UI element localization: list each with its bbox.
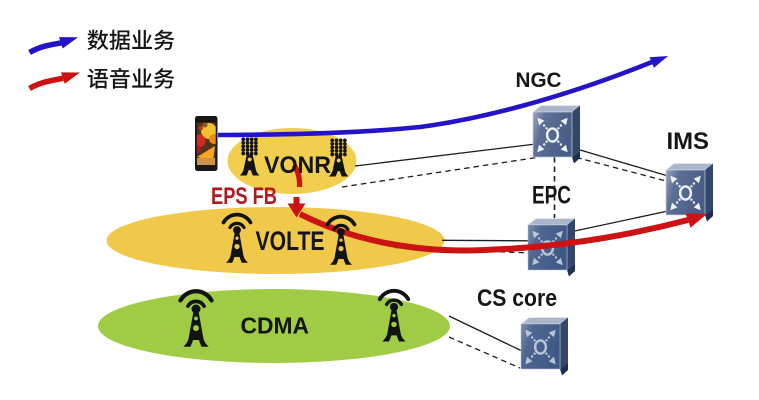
svg-text:VOLTE: VOLTE xyxy=(256,226,325,256)
svg-text:CDMA: CDMA xyxy=(241,313,310,339)
svg-text:EPS FB: EPS FB xyxy=(211,183,277,210)
svg-text:EPC: EPC xyxy=(532,182,571,210)
svg-text:IMS: IMS xyxy=(667,128,710,155)
svg-text:VONR: VONR xyxy=(264,152,331,179)
svg-text:NGC: NGC xyxy=(516,68,562,92)
svg-text:CS core: CS core xyxy=(477,285,557,312)
